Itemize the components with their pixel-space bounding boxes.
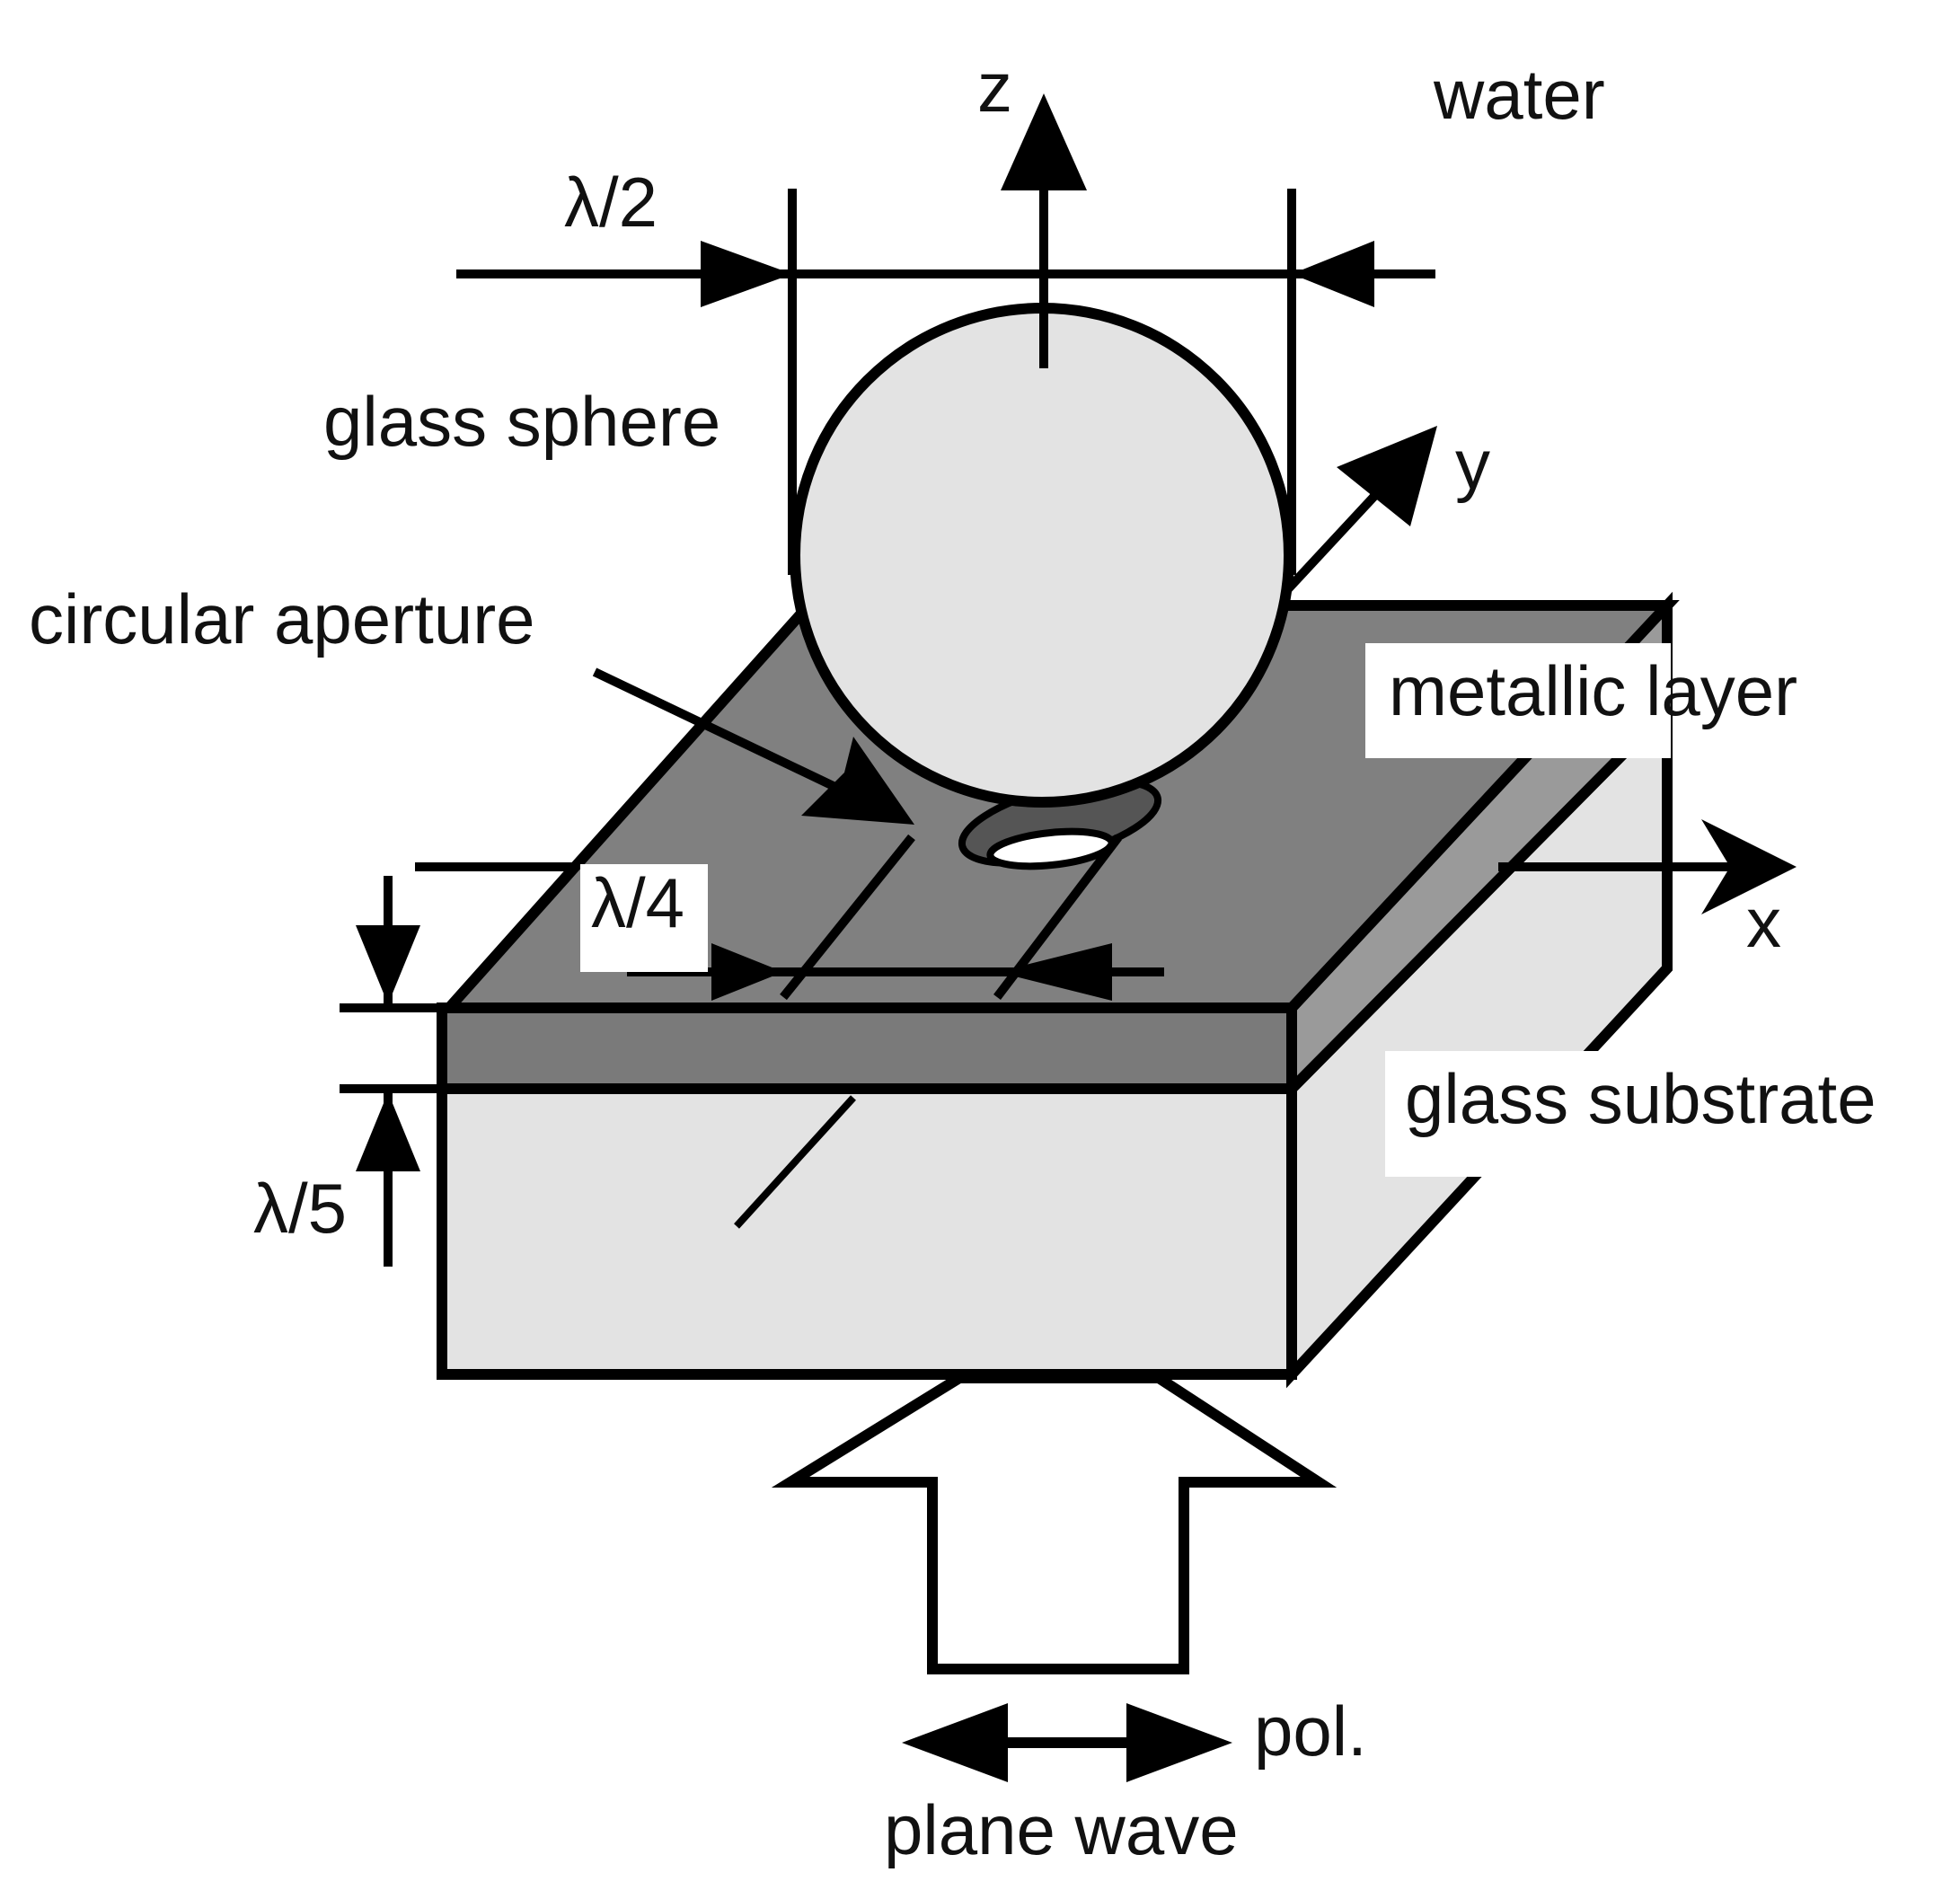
- z-axis-arrowhead: [1001, 93, 1087, 190]
- polarization-label: pol.: [1254, 1691, 1367, 1771]
- quarter-wavelength-arrow-left: [711, 943, 783, 1001]
- x-axis-label: x: [1746, 883, 1781, 962]
- glass-sphere: [790, 303, 1294, 808]
- polarization-arrowhead-left: [902, 1703, 1008, 1782]
- glass-substrate-label-bg: [1385, 1051, 1942, 1177]
- glass-substrate-front: [437, 1083, 1297, 1380]
- glass-substrate-label: glass substrate: [1405, 1059, 1876, 1138]
- half-wavelength-arrow-left: [701, 241, 792, 307]
- metallic-layer-label-bg: [1365, 643, 1671, 758]
- polarization-arrowhead-right: [1126, 1703, 1232, 1782]
- y-axis-label: y: [1455, 425, 1490, 504]
- plane-wave-label: plane wave: [884, 1790, 1239, 1869]
- y-axis-arrowhead: [1337, 426, 1437, 526]
- x-axis-arrowhead: [1701, 819, 1797, 914]
- glass-sphere-label: glass sphere: [323, 382, 720, 461]
- plane-wave-arrow: [771, 1373, 1338, 1674]
- half-wavelength-label: λ/2: [564, 163, 658, 242]
- fifth-wavelength-arrow-down: [356, 925, 420, 1004]
- fifth-wavelength-arrow-up: [356, 1092, 420, 1171]
- circular-aperture-label: circular aperture: [29, 579, 535, 658]
- fifth-wavelength-label: λ/5: [253, 1169, 347, 1248]
- half-wavelength-arrow-right: [1292, 241, 1374, 307]
- water-label: water: [1433, 55, 1605, 134]
- metallic-layer-label: metallic layer: [1389, 651, 1797, 730]
- quarter-wavelength-label: λ/4: [591, 863, 684, 942]
- z-axis-label: z: [977, 48, 1012, 127]
- quarter-wavelength-arrow-right: [997, 943, 1112, 1001]
- hidden-axis-line: [734, 1095, 856, 1229]
- quarter-wavelength-label-bg: [580, 864, 708, 972]
- aperture-leader-arrowhead: [801, 737, 914, 825]
- metallic-layer-front: [437, 1002, 1297, 1094]
